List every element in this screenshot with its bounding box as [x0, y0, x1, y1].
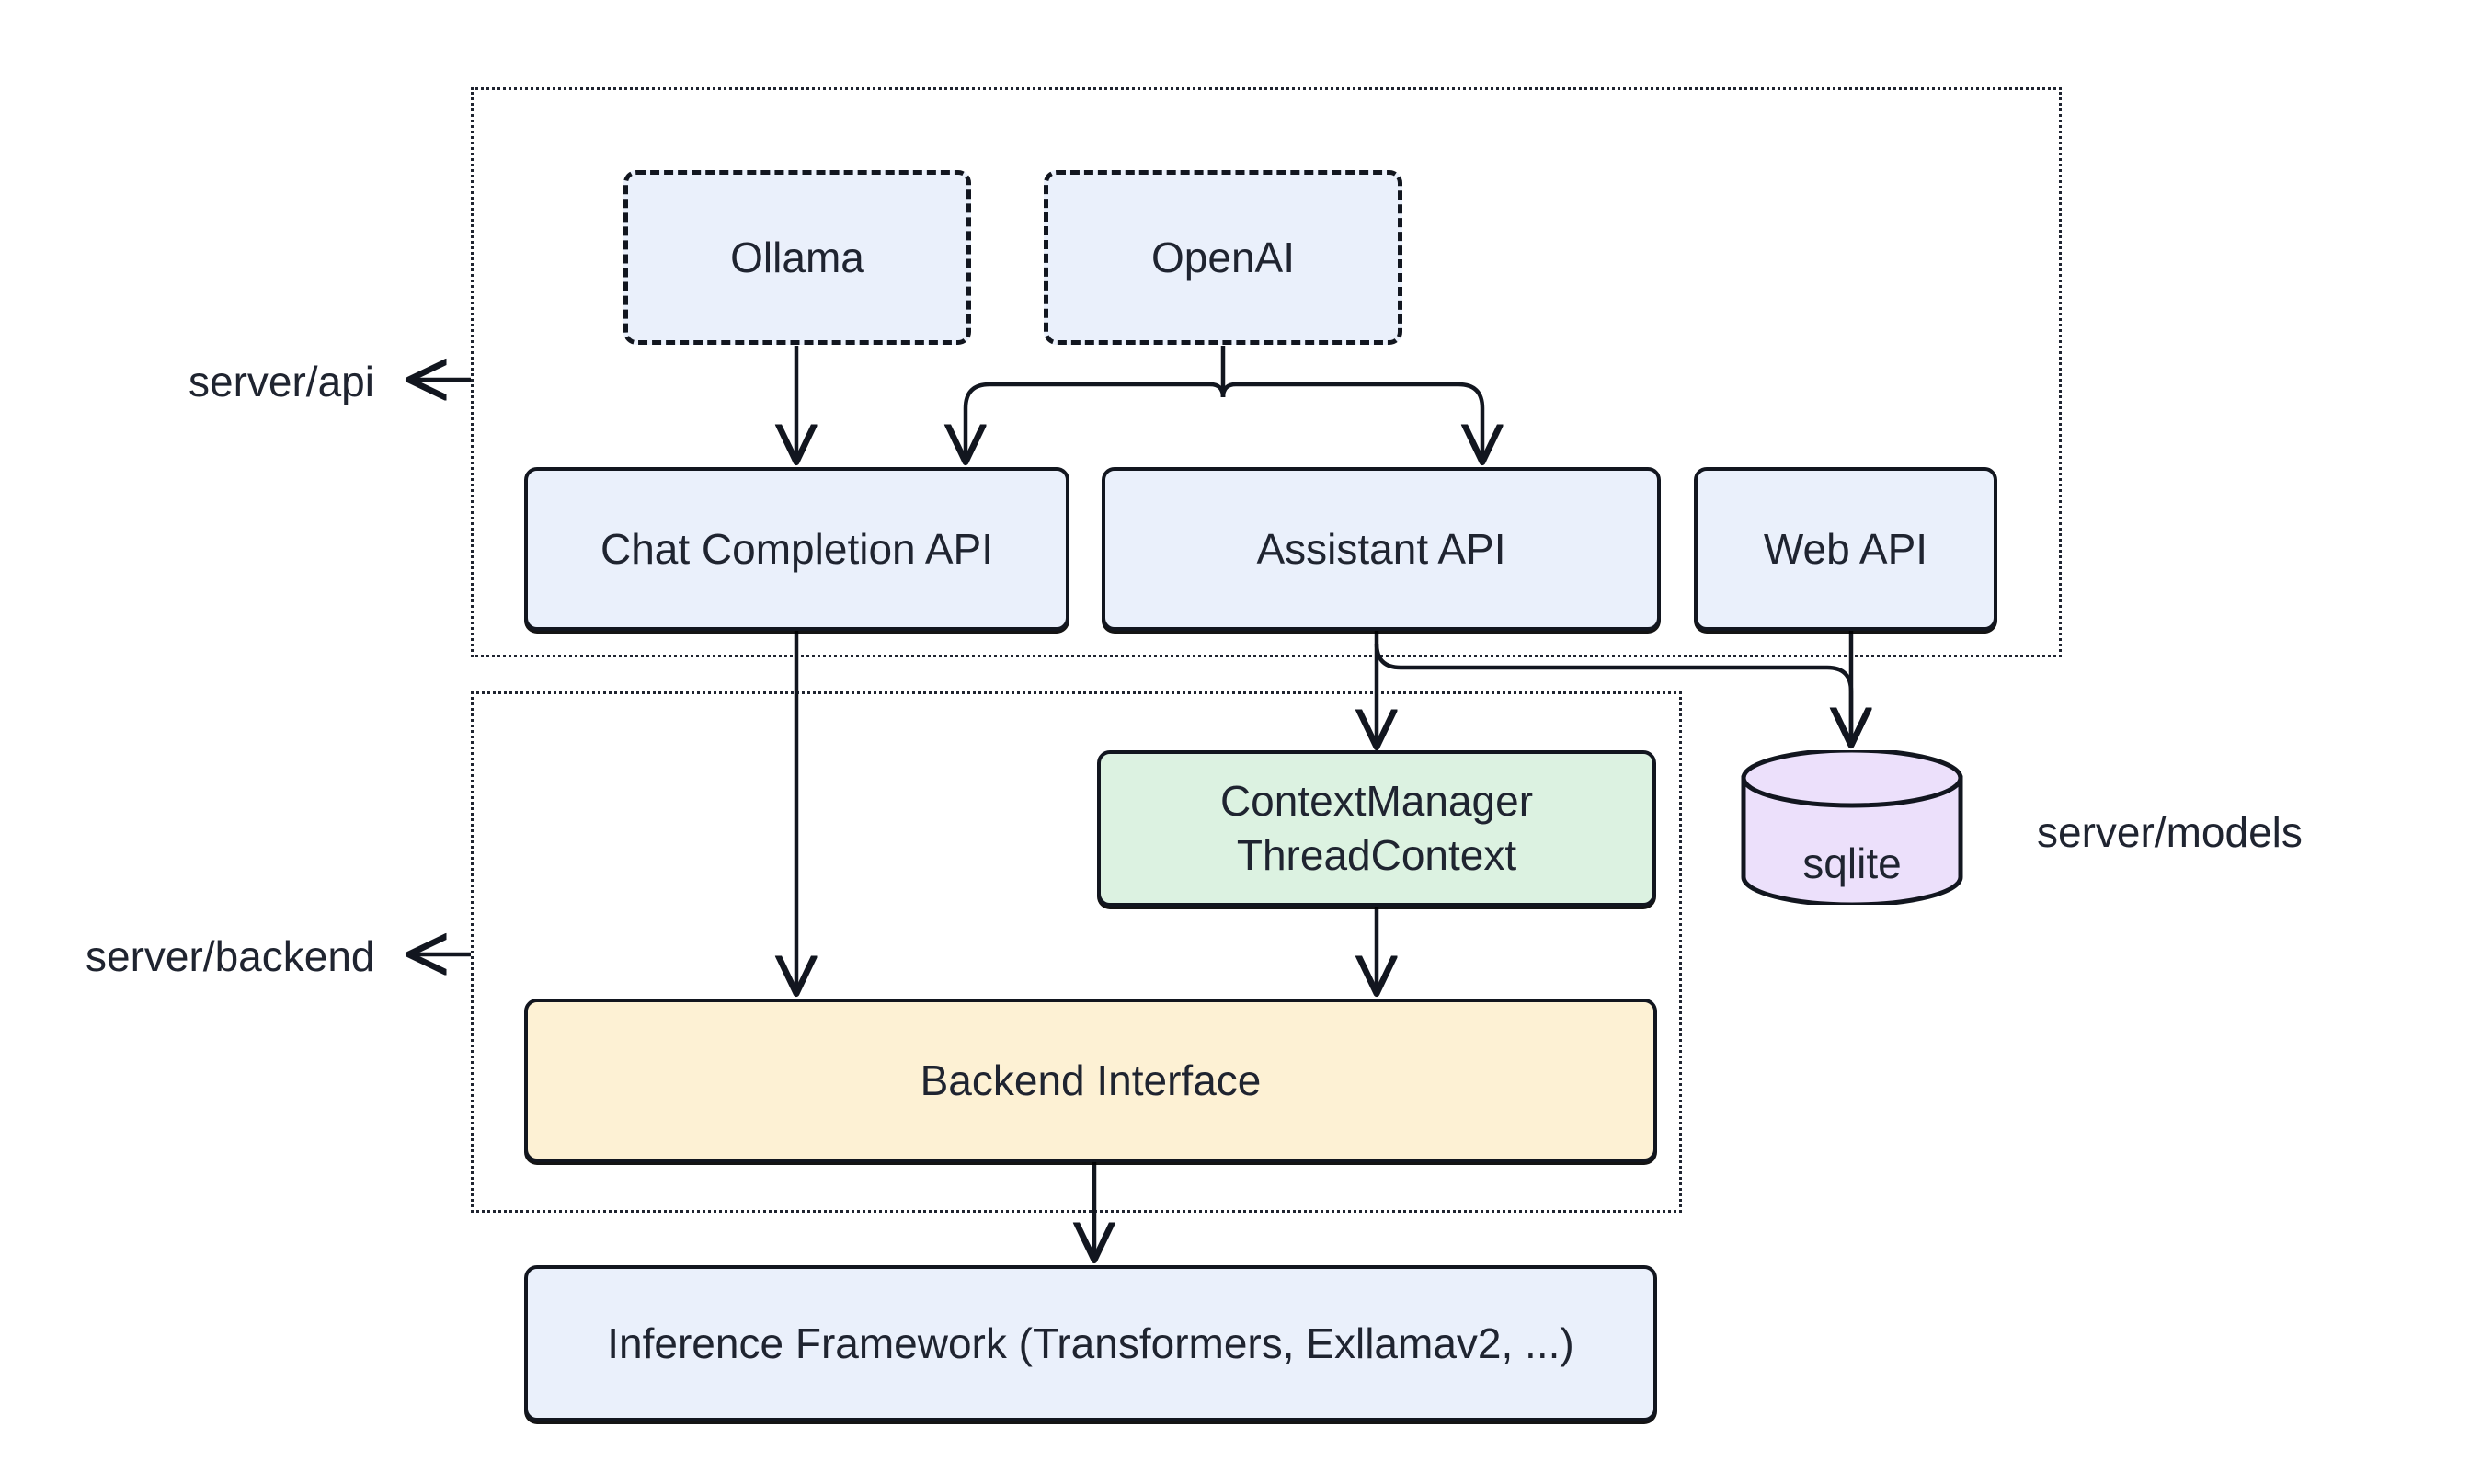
node-ollama-label: Ollama [730, 233, 864, 281]
label-server-models: server/models [2037, 807, 2303, 857]
node-web-api[interactable]: Web API [1694, 467, 1997, 631]
label-server-api-text: server/api [189, 358, 374, 405]
node-backend-interface[interactable]: Backend Interface [524, 999, 1657, 1162]
node-openai-label: OpenAI [1151, 233, 1295, 281]
node-assistant-api-label: Assistant API [1256, 524, 1506, 573]
node-web-api-label: Web API [1763, 524, 1928, 573]
label-server-backend: server/backend [86, 931, 375, 981]
group-server-backend [471, 691, 1682, 1213]
node-context-manager-label: ContextManager ThreadContext [1219, 777, 1534, 879]
node-openai[interactable]: OpenAI [1044, 170, 1402, 345]
label-server-api: server/api [189, 357, 374, 406]
edge-openai-to-assistant-api [1220, 382, 1482, 460]
node-inference-framework-label: Inference Framework (Transformers, Exlla… [607, 1318, 1574, 1367]
node-sqlite[interactable]: sqlite [1738, 748, 1966, 908]
label-server-backend-text: server/backend [86, 932, 375, 980]
node-context-manager[interactable]: ContextManager ThreadContext [1097, 750, 1656, 907]
label-server-models-text: server/models [2037, 808, 2303, 856]
sqlite-cylinder-shape [1741, 748, 1963, 908]
node-chat-completion-api-label: Chat Completion API [600, 524, 993, 573]
node-ollama[interactable]: Ollama [623, 170, 971, 345]
node-backend-interface-label: Backend Interface [920, 1056, 1262, 1104]
node-assistant-api[interactable]: Assistant API [1102, 467, 1661, 631]
edge-openai-to-chat-api [966, 382, 1226, 460]
node-chat-completion-api[interactable]: Chat Completion API [524, 467, 1069, 631]
edge-assistant-api-to-sqlite [1374, 643, 1851, 743]
group-server-api [471, 87, 2062, 657]
node-inference-framework[interactable]: Inference Framework (Transformers, Exlla… [524, 1265, 1657, 1421]
